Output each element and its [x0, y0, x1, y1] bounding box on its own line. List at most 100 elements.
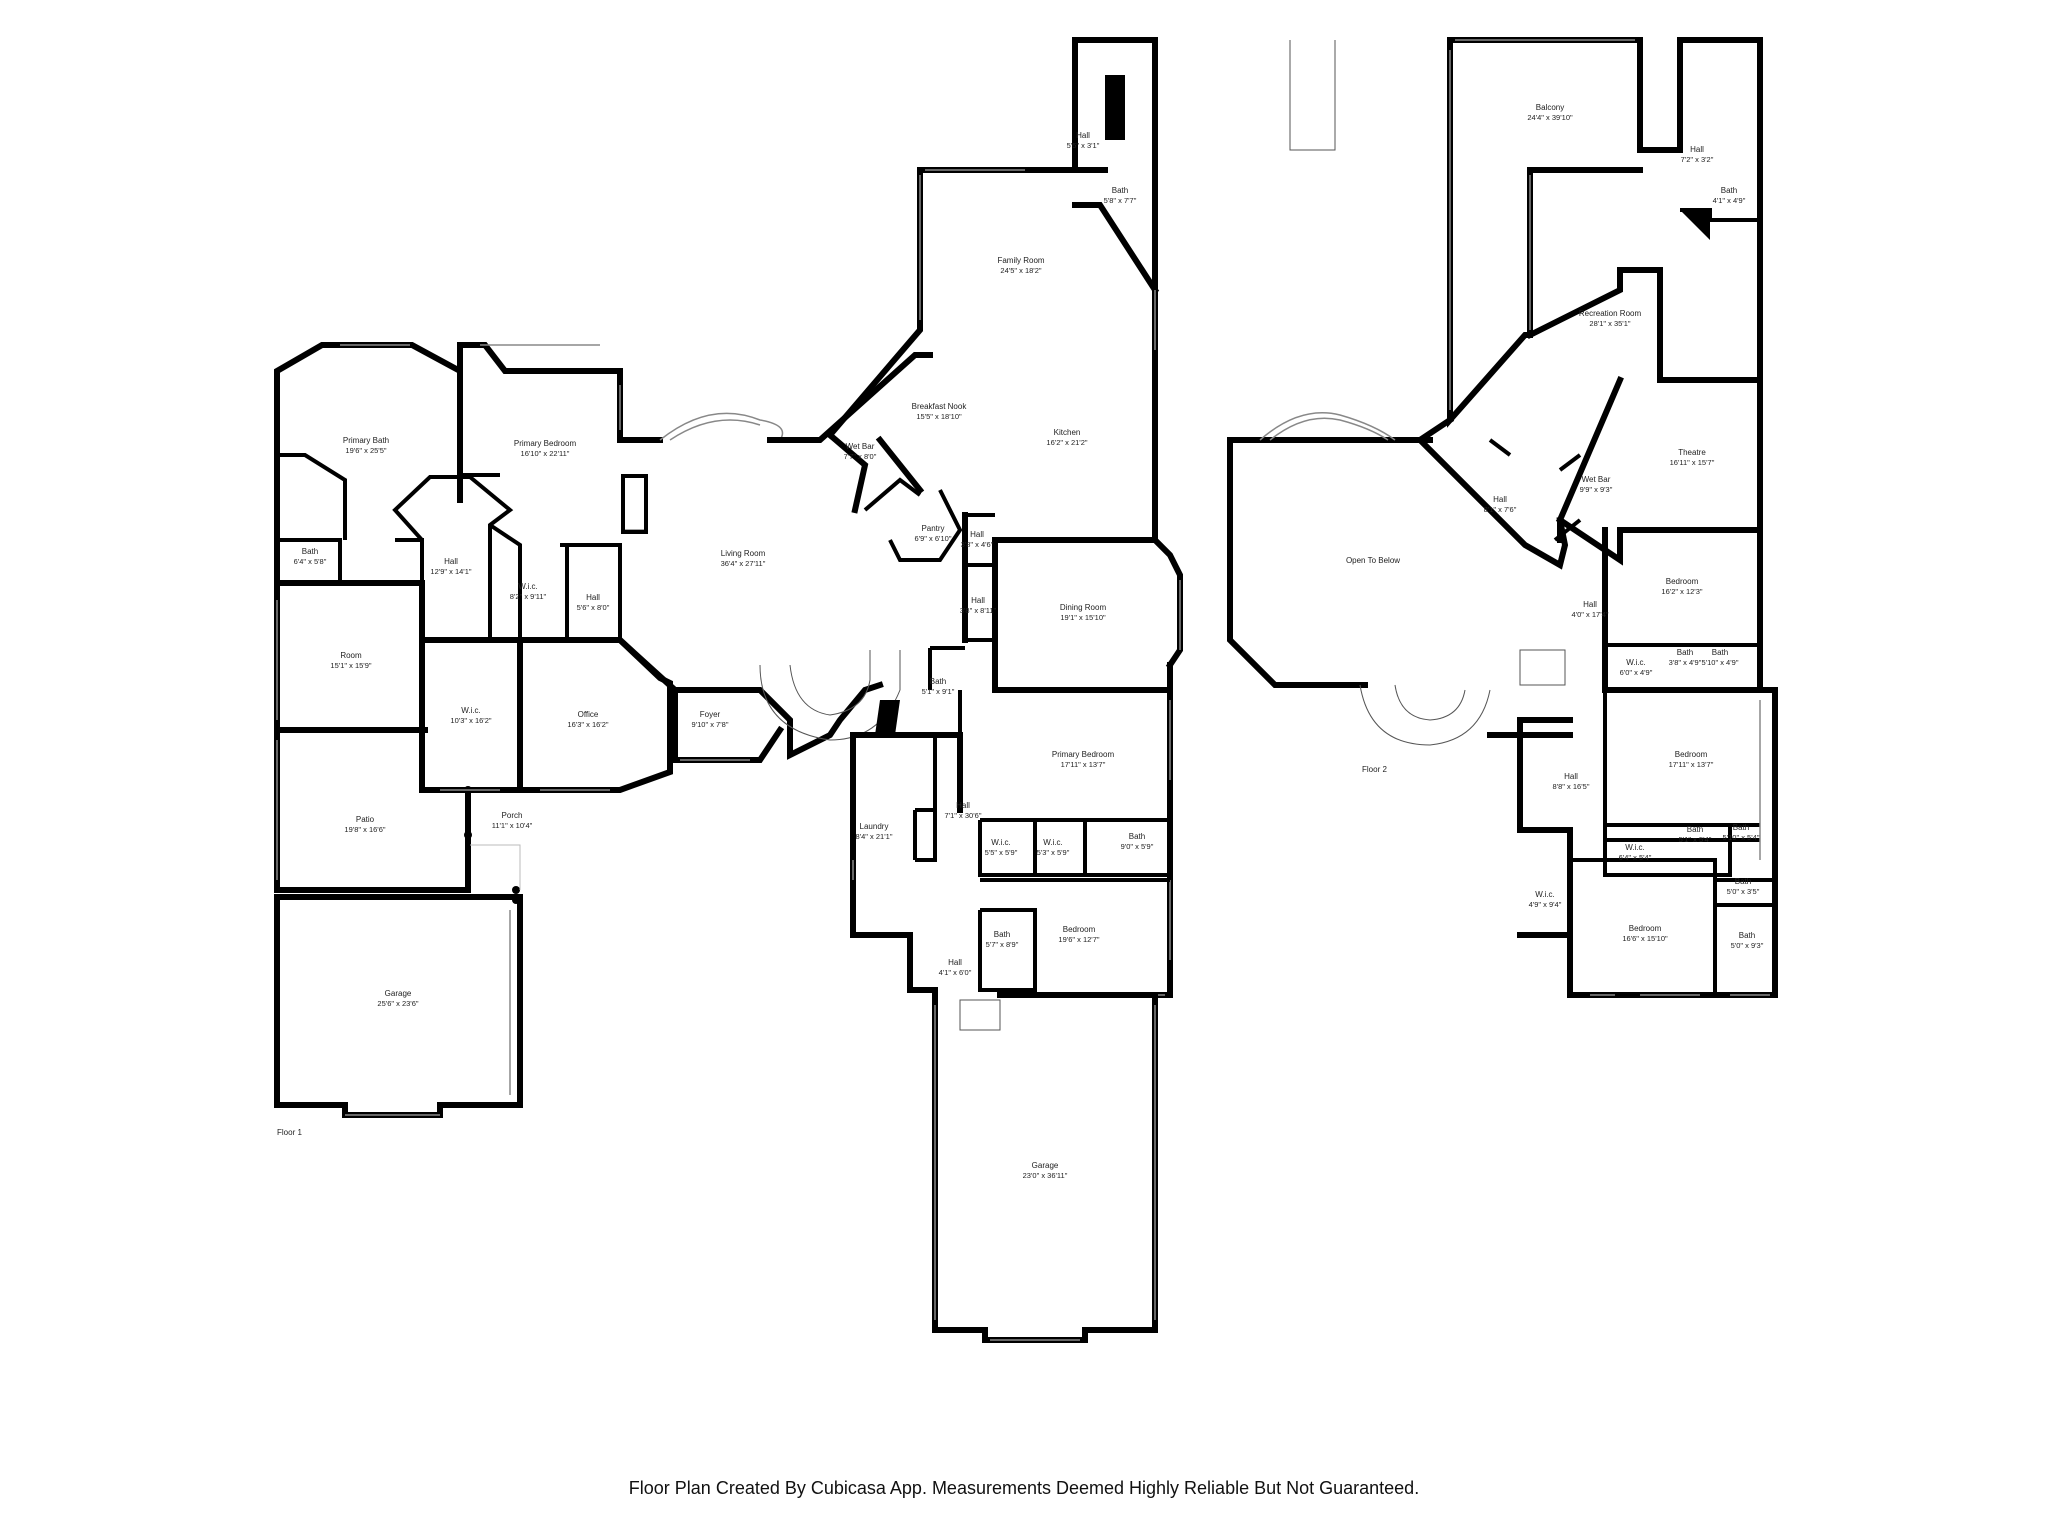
room-name: Primary Bedroom [514, 439, 577, 448]
room-name: Hall [1493, 495, 1507, 504]
room-name: Bath [1721, 186, 1737, 195]
room-name: Hall [970, 530, 984, 539]
room-name: Patio [356, 815, 375, 824]
room-label-w-i-c-: W.i.c.6'4" x 5'4" [1619, 843, 1652, 862]
room-dimensions: 5'3" x 5'9" [1037, 848, 1070, 857]
room-dimensions: 5'1" x 9'1" [922, 687, 955, 696]
disclaimer-footer: Floor Plan Created By Cubicasa App. Meas… [628, 1478, 1420, 1498]
floor2 [1227, 37, 1778, 998]
room-dimensions: 25'6" x 23'6" [377, 999, 418, 1008]
room-dimensions: 19'1" x 15'10" [1060, 613, 1106, 622]
room-name: W.i.c. [1535, 890, 1555, 899]
room-label-w-i-c-: W.i.c.5'5" x 5'9" [985, 838, 1018, 857]
room-name: Pantry [921, 524, 944, 533]
room-name: Bath [1735, 877, 1751, 886]
room-name: Garage [1032, 1161, 1059, 1170]
room-name: Bath [994, 930, 1010, 939]
floor-1-label: Floor 1 [277, 1128, 302, 1137]
room-name: Hall [956, 801, 970, 810]
room-dimensions: 6'0" x 4'9" [1620, 668, 1653, 677]
room-dimensions: 5'8" x 7'7" [1104, 196, 1137, 205]
room-dimensions: 16'11" x 15'7" [1670, 458, 1715, 467]
room-dimensions: 6'9" x 6'10" [915, 534, 952, 543]
room-label-w-i-c-: W.i.c.4'9" x 9'4" [1529, 890, 1562, 909]
room-dimensions: 8'8" x 16'5" [1553, 782, 1590, 791]
room-label-w-i-c-: W.i.c.5'3" x 5'9" [1037, 838, 1070, 857]
room-dimensions: 24'4" x 39'10" [1527, 113, 1573, 122]
room-dimensions: 8'4" x 21'1" [856, 832, 893, 841]
room-name: Balcony [1536, 103, 1564, 112]
room-name: Primary Bath [343, 436, 389, 445]
room-dimensions: 36'4" x 27'11" [721, 559, 766, 568]
room-name: Bath [1739, 931, 1755, 940]
room-name: Wet Bar [846, 442, 875, 451]
room-name: Kitchen [1054, 428, 1081, 437]
room-dimensions: 17'11" x 13'7" [1061, 760, 1106, 769]
room-name: Porch [502, 811, 523, 820]
room-name: Recreation Room [1579, 309, 1642, 318]
room-dimensions: 24'5" x 18'2" [1000, 266, 1041, 275]
room-dimensions: 17'11" x 13'7" [1669, 760, 1714, 769]
room-dimensions: 7'7" x 8'0" [844, 452, 877, 461]
room-name: Wet Bar [1582, 475, 1611, 484]
room-name: Open To Below [1346, 556, 1400, 565]
room-name: Living Room [721, 549, 766, 558]
room-dimensions: 5'10" x 4'9" [1702, 658, 1739, 667]
room-dimensions: 7'2" x 3'2" [1681, 155, 1714, 164]
room-dimensions: 5'5" x 3'1" [1067, 141, 1100, 150]
room-name: Bath [1112, 186, 1128, 195]
room-name: Theatre [1678, 448, 1706, 457]
room-dimensions: 5'0" x 9'3" [1731, 941, 1764, 950]
room-name: Bath [302, 547, 318, 556]
room-dimensions: 15'1" x 15'9" [330, 661, 371, 670]
room-name: Garage [385, 989, 412, 998]
room-name: W.i.c. [461, 706, 481, 715]
room-dimensions: 19'8" x 16'6" [344, 825, 385, 834]
room-name: Bath [1677, 648, 1693, 657]
room-name: W.i.c. [991, 838, 1011, 847]
room-dimensions: 7'1" x 30'6" [945, 811, 982, 820]
room-name: W.i.c. [1043, 838, 1063, 847]
room-name: Dining Room [1060, 603, 1107, 612]
room-name: Hall [948, 958, 962, 967]
room-dimensions: 16'10" x 22'11" [521, 449, 570, 458]
room-name: Breakfast Nook [912, 402, 968, 411]
room-name: Laundry [860, 822, 889, 831]
room-label-w-i-c-: W.i.c.10'3" x 16'2" [450, 706, 491, 725]
room-dimensions: 9'0" x 5'9" [1121, 842, 1154, 851]
room-name: Hall [586, 593, 600, 602]
room-dimensions: 10'3" x 16'2" [450, 716, 491, 725]
room-name: Bath [930, 677, 946, 686]
floor1-center [615, 37, 1183, 1343]
room-name: Bedroom [1666, 577, 1699, 586]
room-dimensions: 16'6" x 15'10" [1622, 934, 1668, 943]
room-name: Hall [1564, 772, 1578, 781]
room-dimensions: 23'0" x 36'11" [1023, 1171, 1068, 1180]
room-label-w-i-c-: W.i.c.8'2" x 9'11" [510, 582, 547, 601]
room-dimensions: 6'4" x 5'4" [1619, 853, 1652, 862]
room-label-w-i-c-: W.i.c.6'0" x 4'9" [1620, 658, 1653, 677]
room-dimensions: 19'6" x 25'5" [345, 446, 386, 455]
room-dimensions: 3'8" x 4'6" [961, 540, 994, 549]
